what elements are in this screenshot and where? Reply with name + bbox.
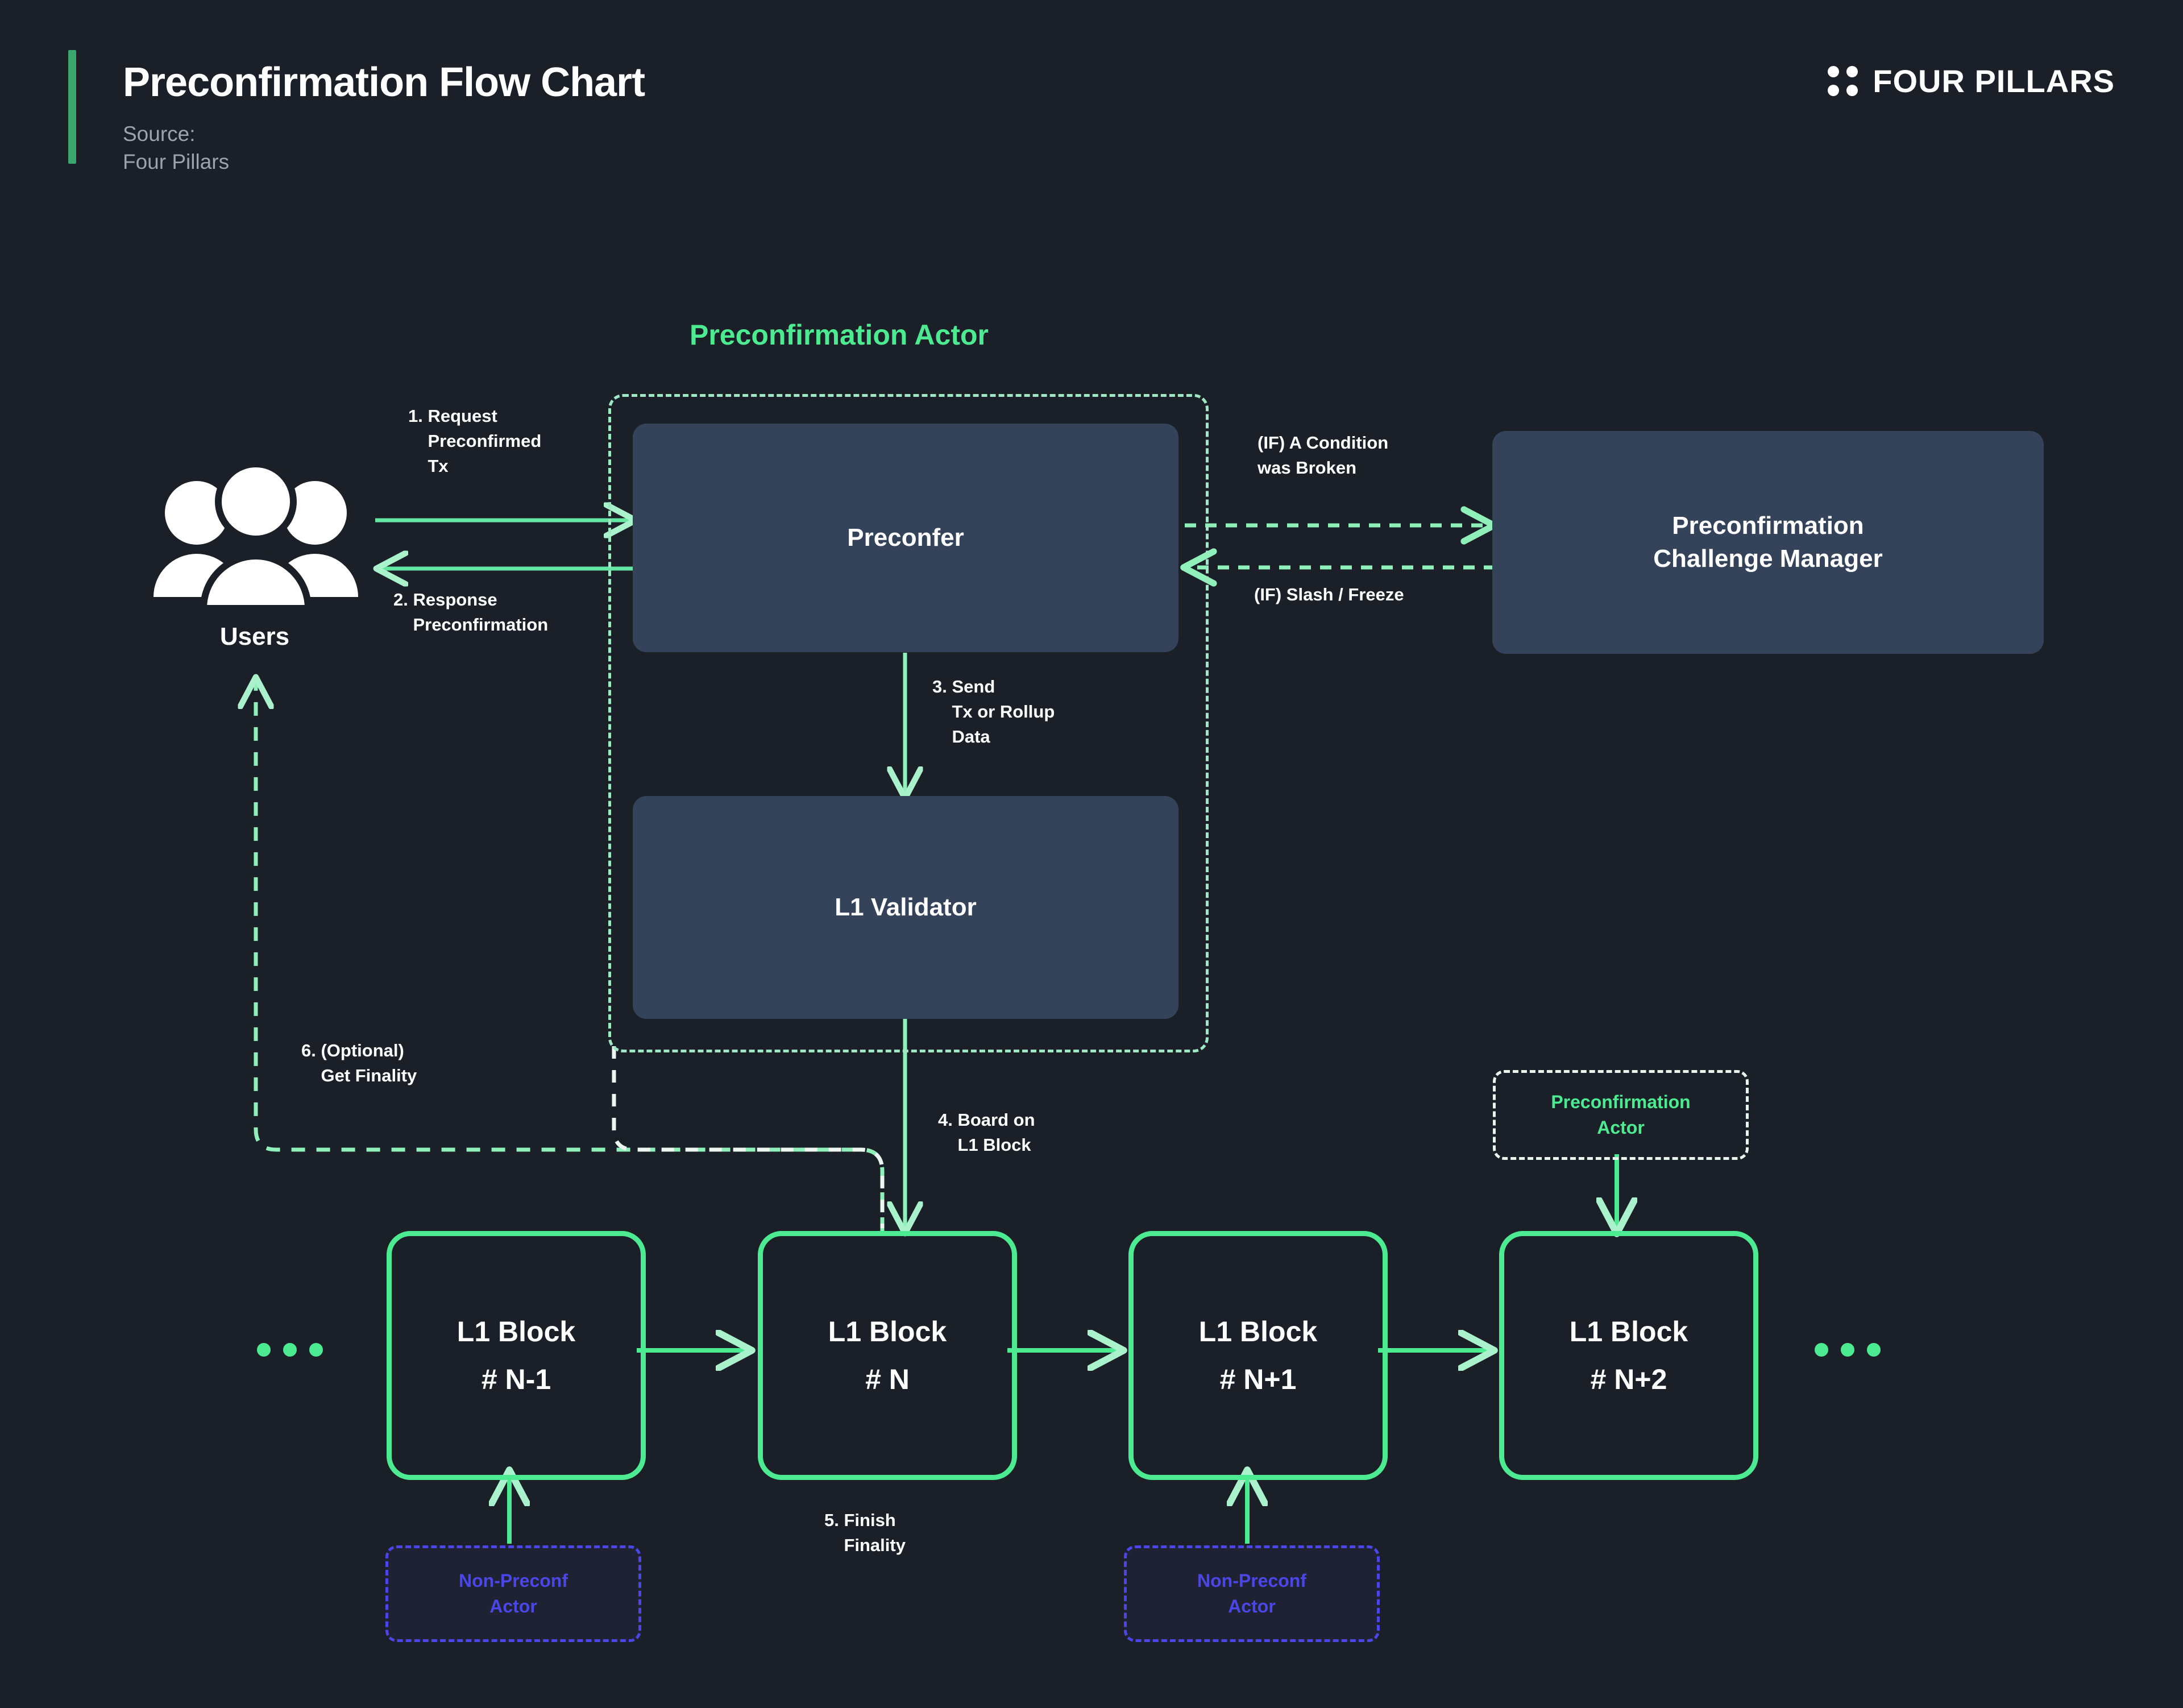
l1-block-1[interactable]: L1 Block # N	[758, 1231, 1017, 1480]
l1-block-3[interactable]: L1 Block # N+2	[1499, 1231, 1758, 1480]
l1-block-0-title: L1 Block	[456, 1316, 576, 1348]
step-label-5: 5. Finish Finality	[824, 1510, 906, 1556]
l1-block-2-number: # N+1	[1219, 1363, 1297, 1395]
l1-block-1-number: # N	[865, 1363, 910, 1395]
condition-slash-label: (IF) Slash / Freeze	[1254, 584, 1404, 604]
users-label: Users	[219, 623, 290, 650]
l1-block-2[interactable]: L1 Block # N+1	[1128, 1231, 1388, 1480]
header-accent-bar	[68, 50, 76, 164]
non-preconf-actor-tag-right[interactable]: Non-Preconf Actor	[1124, 1545, 1380, 1642]
brand-name: FOUR PILLARS	[1873, 63, 2115, 99]
page-title: Preconfirmation Flow Chart	[123, 60, 645, 105]
l1-block-3-title: L1 Block	[1569, 1316, 1688, 1348]
ellipsis-right	[1815, 1343, 1881, 1357]
l1-block-0[interactable]: L1 Block # N-1	[387, 1231, 646, 1480]
preconfirmation-actor-tag[interactable]: Preconfirmation Actor	[1493, 1070, 1749, 1160]
four-dots-icon	[1828, 66, 1858, 96]
l1-block-2-title: L1 Block	[1198, 1316, 1318, 1348]
step-label-6: 6. (Optional) Get Finality	[301, 1040, 417, 1086]
preconfirmation-actor-frame	[608, 394, 1209, 1052]
step-label-1: 1. Request Preconfirmed Tx	[408, 406, 542, 476]
source-label: Source: Four Pillars	[123, 122, 230, 173]
users-icon	[142, 461, 370, 612]
l1-validator-node[interactable]: L1 Validator	[633, 796, 1178, 1019]
step-label-3: 3. Send Tx or Rollup Data	[932, 677, 1055, 747]
ellipsis-left	[257, 1343, 323, 1357]
preconfer-node[interactable]: Preconfer	[633, 424, 1178, 652]
condition-broken-label: (IF) A Condition was Broken	[1257, 433, 1389, 478]
step-label-2: 2. Response Preconfirmation	[393, 590, 549, 635]
l1-block-1-title: L1 Block	[828, 1316, 947, 1348]
l1-block-3-number: # N+2	[1590, 1363, 1667, 1395]
l1-block-0-number: # N-1	[481, 1363, 551, 1395]
challenge-manager-node[interactable]: Preconfirmation Challenge Manager	[1492, 431, 2044, 654]
non-preconf-actor-tag-left[interactable]: Non-Preconf Actor	[385, 1545, 641, 1642]
step-label-4: 4. Board on L1 Block	[938, 1110, 1035, 1155]
actor-group-title: Preconfirmation Actor	[690, 319, 989, 351]
brand-logo: FOUR PILLARS	[1828, 63, 2115, 100]
